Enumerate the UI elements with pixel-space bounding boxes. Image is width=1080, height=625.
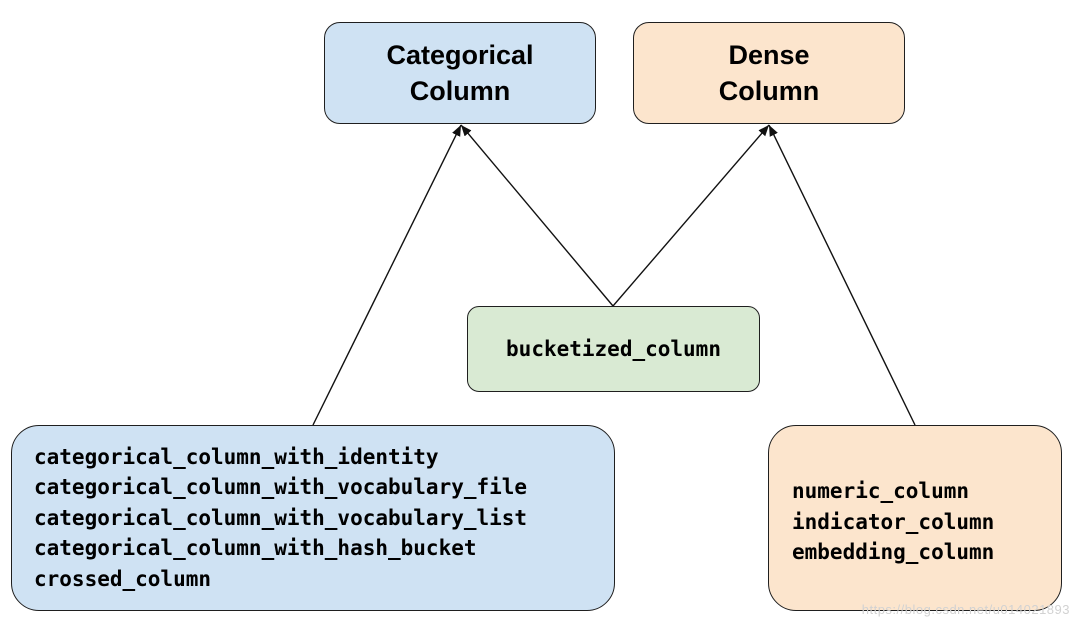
categorical-column-title-line-1: Categorical	[386, 40, 534, 70]
edge-bucketized-to-categorical	[460, 124, 614, 307]
dense-columns-list-node: numeric_column indicator_column embeddin…	[768, 425, 1062, 611]
dense-column-title-line-1: Dense	[728, 40, 810, 70]
list-item: crossed_column	[34, 566, 212, 591]
edge-dense-list-to-dense	[768, 124, 916, 426]
dense-column-title-line-2: Column	[718, 76, 820, 106]
list-item: categorical_column_with_hash_bucket	[34, 536, 477, 561]
edge-bucketized-to-dense	[612, 124, 770, 307]
bucketized-column-label: bucketized_column	[506, 336, 721, 361]
dense-column-node: Dense Column	[633, 22, 905, 124]
list-item: categorical_column_with_vocabulary_list	[34, 505, 528, 530]
list-item: indicator_column	[792, 509, 995, 534]
categorical-column-title-line-2: Column	[409, 76, 511, 106]
edge-categorical-list-to-categorical	[312, 124, 462, 426]
watermark: https://blog.csdn.net/u014021893	[861, 602, 1070, 617]
list-item: numeric_column	[792, 479, 970, 504]
categorical-column-node: Categorical Column	[324, 22, 596, 124]
list-item: categorical_column_with_identity	[34, 444, 439, 469]
categorical-columns-list-node: categorical_column_with_identity categor…	[11, 425, 615, 611]
list-item: categorical_column_with_vocabulary_file	[34, 475, 528, 500]
bucketized-column-node: bucketized_column	[467, 306, 760, 392]
list-item: embedding_column	[792, 540, 995, 565]
